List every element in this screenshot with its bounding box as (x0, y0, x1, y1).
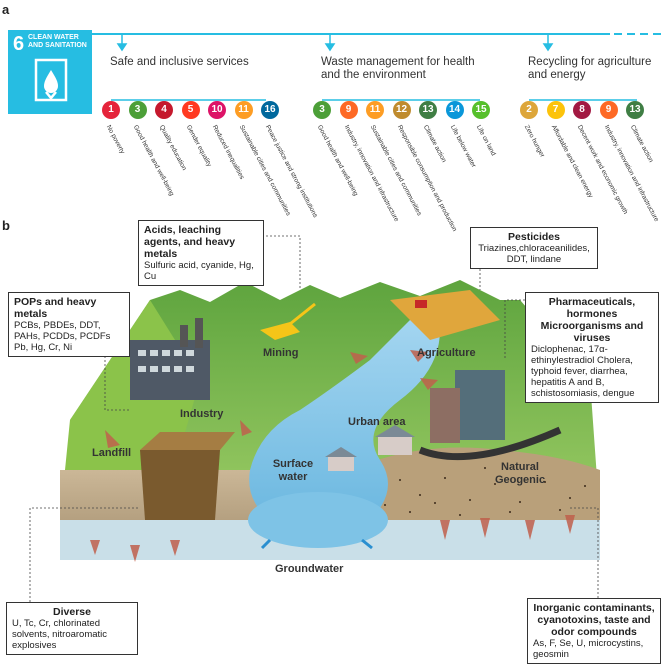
sdg-connector-lines (92, 33, 662, 101)
box-acids-body: Sulfuric acid, cyanide, Hg, Cu (144, 260, 254, 282)
box-inorganic: Inorganic contaminants, cyanotoxins, tas… (527, 598, 661, 664)
sdg-goal-3-icon: 3 (313, 101, 331, 119)
box-pharmaceuticals-title: Pharmaceuticals, hormones Microorganisms… (540, 296, 644, 344)
label-agriculture: Agriculture (417, 347, 476, 359)
water-drop-icon (34, 58, 68, 102)
sdg-goal-3-icon: 3 (128, 101, 147, 119)
sdg-goal-11-icon: 11 (234, 101, 253, 119)
sdg-number: 6 (13, 33, 25, 55)
sdg-goal-9-icon: 9 (339, 101, 358, 119)
sdg-goal-2-icon: 2 (520, 101, 538, 119)
panel-a-letter: a (2, 2, 10, 17)
sdg6-badge: 6 CLEAN WATER AND SANITATION (8, 30, 92, 114)
sdg-goal-10-icon: 10 (208, 101, 226, 119)
box-pops-title: POPs and heavy metals (14, 296, 97, 320)
label-groundwater: Groundwater (275, 563, 344, 575)
box-pops: POPs and heavy metals PCBs, PBDEs, DDT, … (8, 292, 130, 357)
box-pops-body: PCBs, PBDEs, DDT, PAHs, PCDDs, PCDFs Pb,… (14, 320, 111, 353)
box-pesticides-body: Triazines,chloraceanilides, DDT, lindane (478, 243, 590, 265)
box-inorganic-body: As, F, Se, U, microcystins, geosmin (533, 638, 644, 660)
river (249, 300, 440, 520)
sdg-goal-1-icon: 1 (102, 101, 120, 119)
sdg-goal-13-icon: 13 (419, 101, 437, 119)
sdg-goal-13-icon: 13 (626, 101, 644, 119)
label-surface-water: Surface water (272, 458, 314, 483)
sdg-title: CLEAN WATER AND SANITATION (28, 34, 87, 49)
category-title: Recycling for agriculture and energy (528, 56, 652, 81)
sdg-goal-7-icon: 7 (546, 101, 565, 119)
category-title: Waste management for health and the envi… (321, 56, 475, 81)
sdg-goal-4-icon: 4 (155, 101, 173, 119)
panel-b-letter: b (2, 218, 10, 233)
sdg-goal-15-icon: 15 (472, 101, 490, 119)
sdg-goal-11-icon: 11 (366, 101, 384, 119)
label-mining: Mining (263, 347, 299, 359)
box-pesticides: Pesticides Triazines,chloraceanilides, D… (470, 227, 598, 269)
box-acids-title: Acids, leaching agents, and heavy metals (144, 224, 236, 260)
sdg-goal-5-icon: 5 (181, 101, 200, 119)
box-diverse: Diverse U, Tc, Cr, chlorinated solvents,… (6, 602, 138, 655)
box-diverse-title: Diverse (53, 606, 91, 618)
label-industry: Industry (180, 408, 224, 420)
sdg-goal-16-icon: 16 (261, 101, 279, 119)
box-inorganic-title: Inorganic contaminants, cyanotoxins, tas… (533, 602, 655, 638)
box-pharmaceuticals: Pharmaceuticals, hormones Microorganisms… (525, 292, 659, 403)
sdg-goal-9-icon: 9 (599, 101, 618, 119)
sdg-goal-12-icon: 12 (392, 101, 411, 119)
box-acids: Acids, leaching agents, and heavy metals… (138, 220, 264, 286)
label-natural-geogenic: Natural Geogenic (494, 461, 546, 486)
category-title: Safe and inclusive services (110, 56, 249, 68)
box-pesticides-title: Pesticides (508, 231, 560, 243)
box-diverse-body: U, Tc, Cr, chlorinated solvents, nitroar… (12, 618, 108, 651)
sdg-goal-8-icon: 8 (573, 101, 591, 119)
label-landfill: Landfill (92, 447, 132, 459)
box-pharmaceuticals-body: Diclophenac, 17α-ethinylestradiol Choler… (531, 344, 635, 399)
sdg-goal-14-icon: 14 (445, 101, 464, 119)
label-urban-area: Urban area (348, 416, 406, 428)
